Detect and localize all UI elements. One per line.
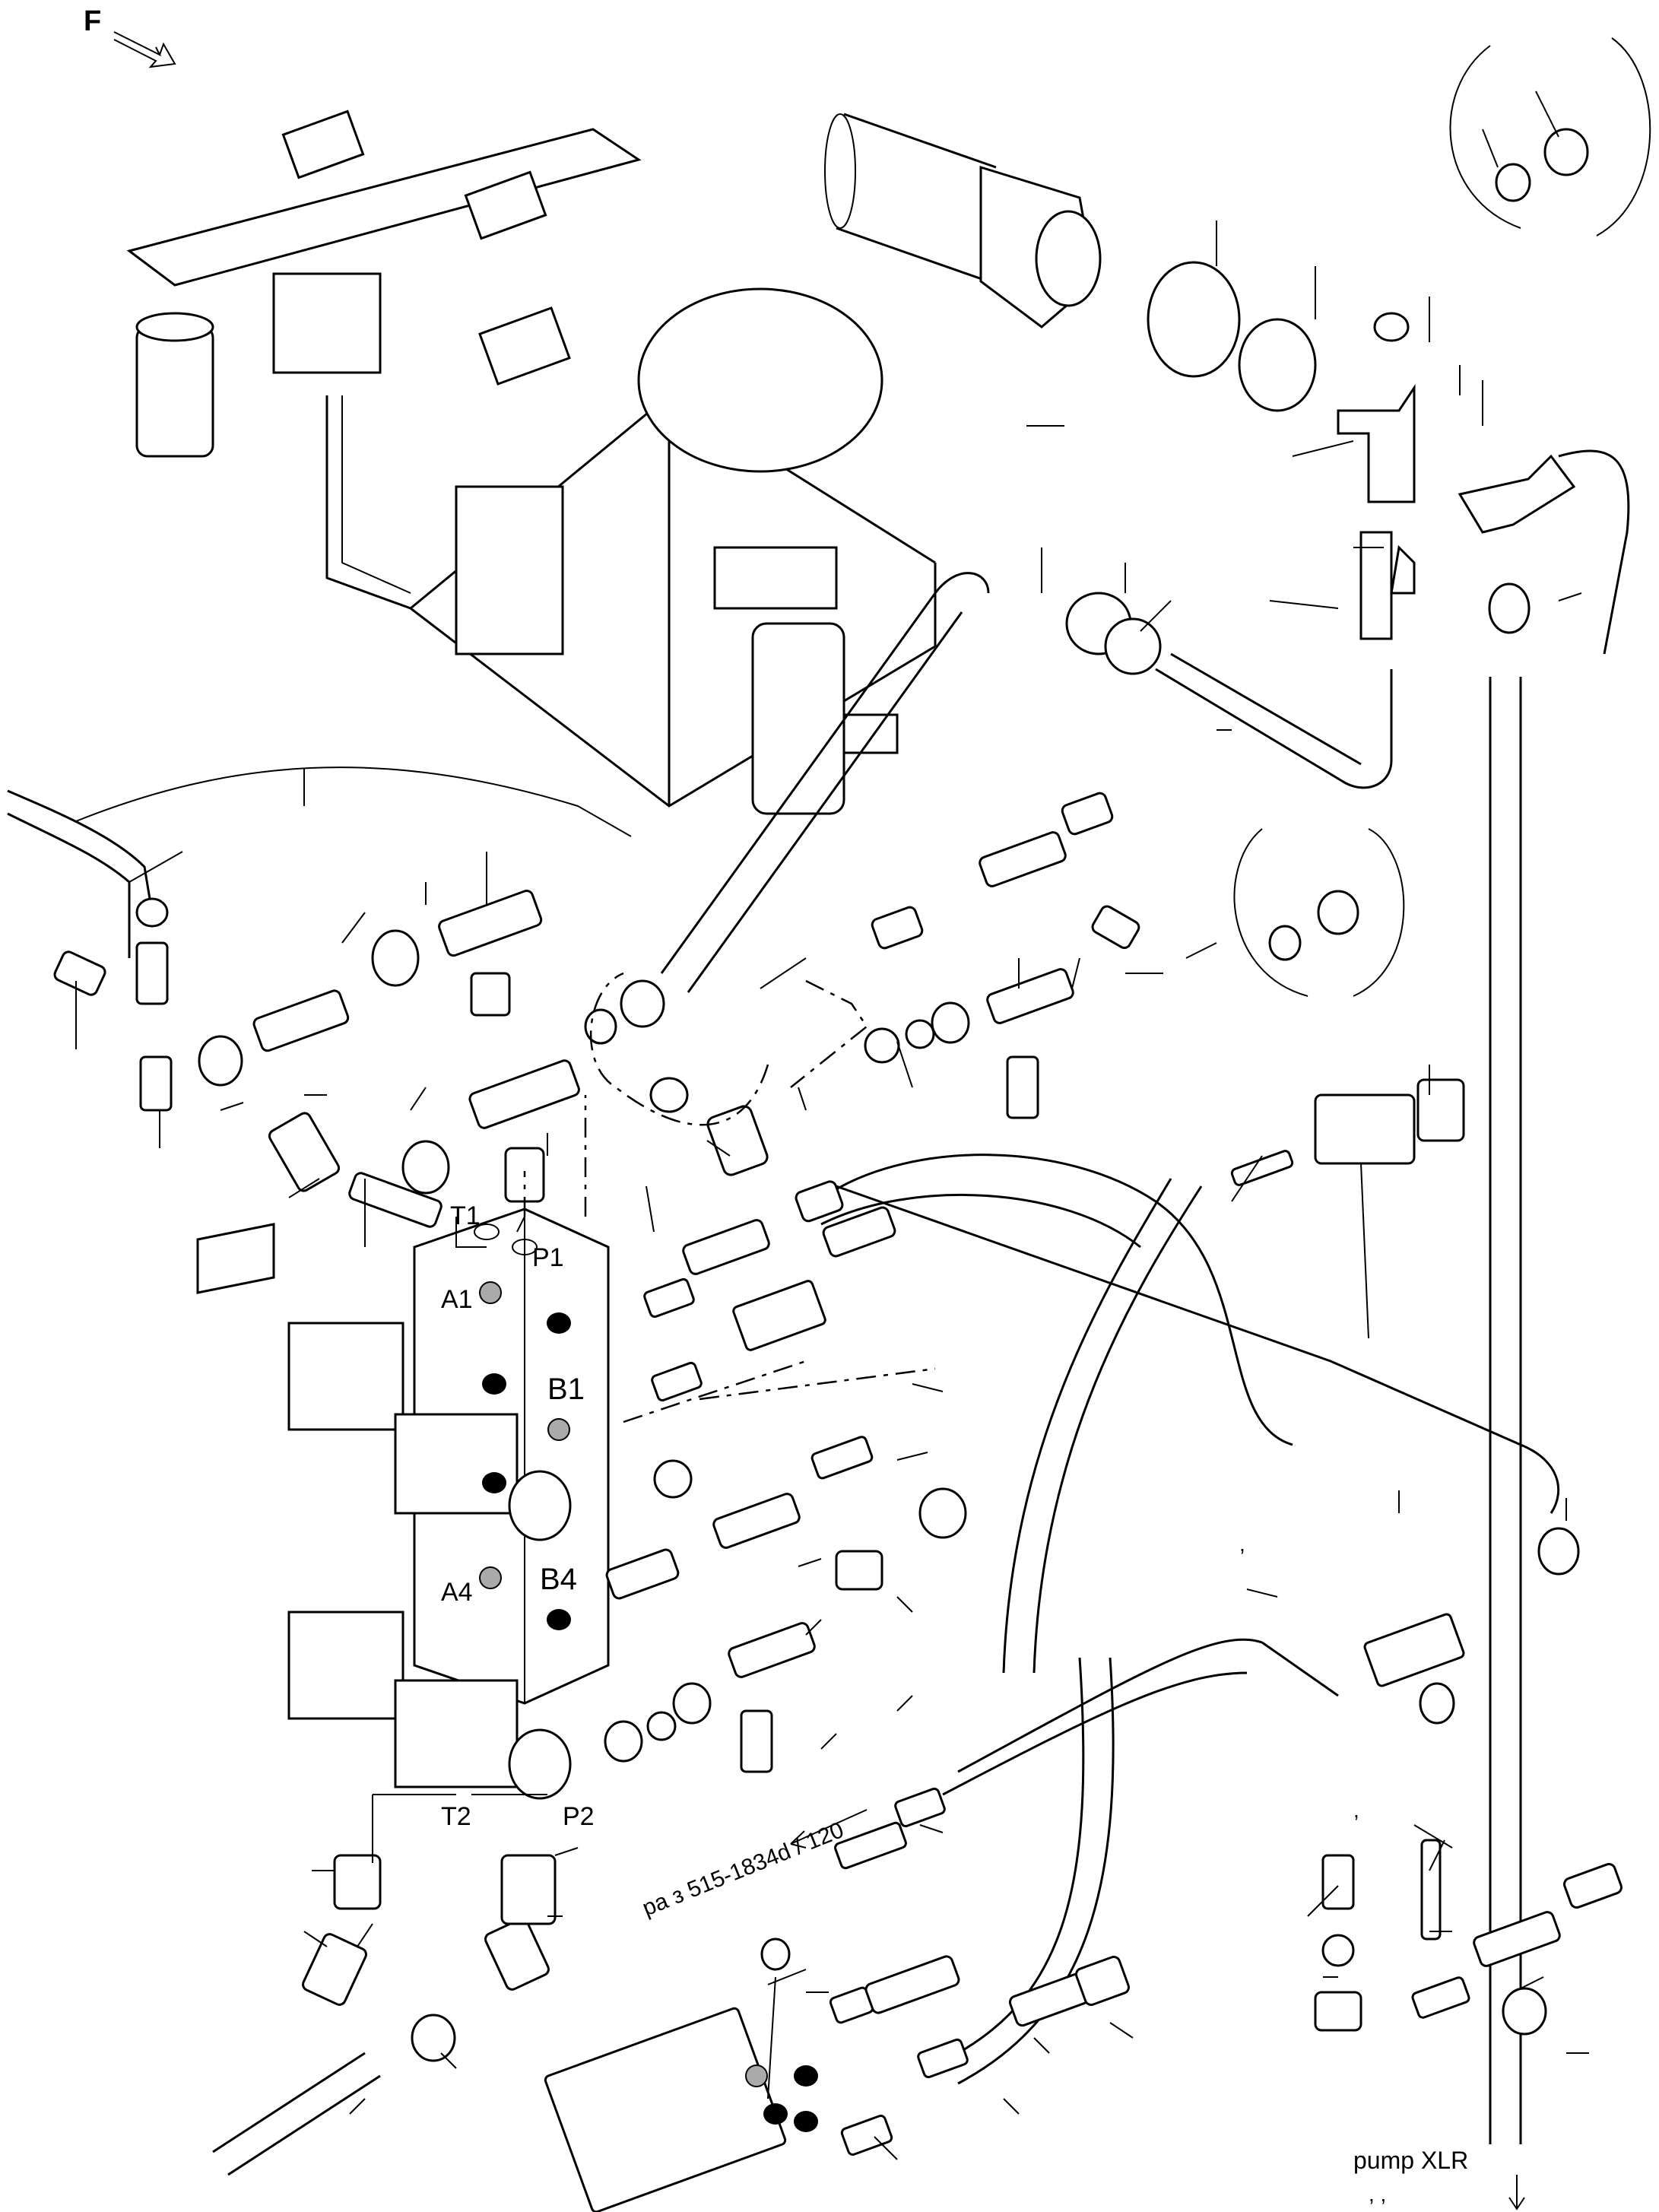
solenoid-valve-bottom xyxy=(544,2007,787,2212)
solenoid-coil-3 xyxy=(478,306,571,386)
tee-fitting-upper xyxy=(438,890,543,957)
hex-nut-large xyxy=(1238,318,1317,412)
elbow-fitting-left xyxy=(135,897,169,928)
tick-mark-1: , xyxy=(1239,1532,1245,1556)
plug-icon-2 xyxy=(1268,925,1302,961)
port-a4-dot xyxy=(479,1566,502,1589)
manifold-frame-assembly xyxy=(126,109,937,815)
solenoid-valve-b xyxy=(394,1413,519,1515)
valve-stack-middle xyxy=(455,485,564,655)
solenoid-coil-1 xyxy=(281,109,365,179)
tank-port-assembly xyxy=(824,113,1630,789)
cap-nut-icon xyxy=(1543,128,1589,176)
port-label-t2: T2 xyxy=(441,1802,471,1831)
port-label-b4: B4 xyxy=(540,1563,577,1596)
straight-adapter-right xyxy=(1488,582,1531,634)
port-label-t1: T1 xyxy=(450,1201,481,1230)
front-marker-label: F xyxy=(84,5,101,37)
threaded-adapter-large xyxy=(1147,261,1241,378)
solenoid-valve-c xyxy=(287,1611,404,1720)
port-a1-dot xyxy=(479,1281,502,1304)
tee-fitting-upper-right xyxy=(1458,454,1576,534)
return-pipe-bend xyxy=(1155,668,1393,789)
port-b4-dot xyxy=(547,1609,571,1630)
test-coupling xyxy=(1373,312,1410,342)
detail-bubble-top-right xyxy=(1449,37,1651,236)
dashed-connections xyxy=(523,972,936,1423)
solenoid-coil-2 xyxy=(464,170,547,240)
arrow-to-pump xyxy=(1508,2175,1525,2210)
filter-canister xyxy=(135,325,214,458)
port-b1-dot xyxy=(547,1418,570,1441)
hose-routing xyxy=(7,572,1560,2144)
reference-arrow xyxy=(790,1809,868,1849)
tee-fitting-lower-2 xyxy=(728,1622,816,1678)
tee-fitting-mid xyxy=(1359,531,1393,640)
pump-label: pump XLR xyxy=(1353,2147,1468,2174)
cap-nut-left-1 xyxy=(371,929,420,987)
tee-fitting-right-middle xyxy=(986,968,1074,1024)
clamp-block xyxy=(1314,1093,1416,1165)
cap-nut-icon-2 xyxy=(1317,890,1359,935)
front-direction-marker: F xyxy=(84,5,176,68)
tee-fitting-center xyxy=(468,1059,580,1129)
comma-marks: , , xyxy=(1369,2182,1386,2206)
leader-lines xyxy=(75,221,1589,2210)
detail-bubble-middle-right xyxy=(1233,828,1405,997)
elbow-fitting-center xyxy=(268,1112,341,1192)
valve-block-small xyxy=(272,272,382,374)
hose-long-loop xyxy=(828,1154,1293,1446)
front-arrow-icon xyxy=(113,31,176,68)
port-label-p2: P2 xyxy=(563,1802,595,1831)
tee-fitting-lower xyxy=(712,1493,801,1549)
port-label-a1: A1 xyxy=(441,1285,473,1314)
main-valve-block xyxy=(196,1208,610,1800)
solenoid-valve-a xyxy=(287,1322,404,1431)
manifold-block-small xyxy=(732,1280,826,1351)
port-label-p1: P1 xyxy=(532,1243,564,1272)
test-coupling-middle xyxy=(1006,1055,1039,1119)
port-label-a4: A4 xyxy=(441,1578,473,1607)
tee-fitting-left xyxy=(252,989,350,1052)
tee-fitting-right-upper xyxy=(979,831,1067,887)
tick-mark-2: , xyxy=(1353,1798,1359,1822)
bolt-icon xyxy=(1230,1150,1294,1186)
tee-fitting-top xyxy=(1337,384,1416,503)
fittings-set xyxy=(53,792,1623,2212)
plug-icon xyxy=(1495,163,1531,202)
port-label-b1: B1 xyxy=(547,1373,585,1406)
accumulator-housing xyxy=(637,287,883,473)
solenoid-valve-d xyxy=(394,1679,519,1788)
